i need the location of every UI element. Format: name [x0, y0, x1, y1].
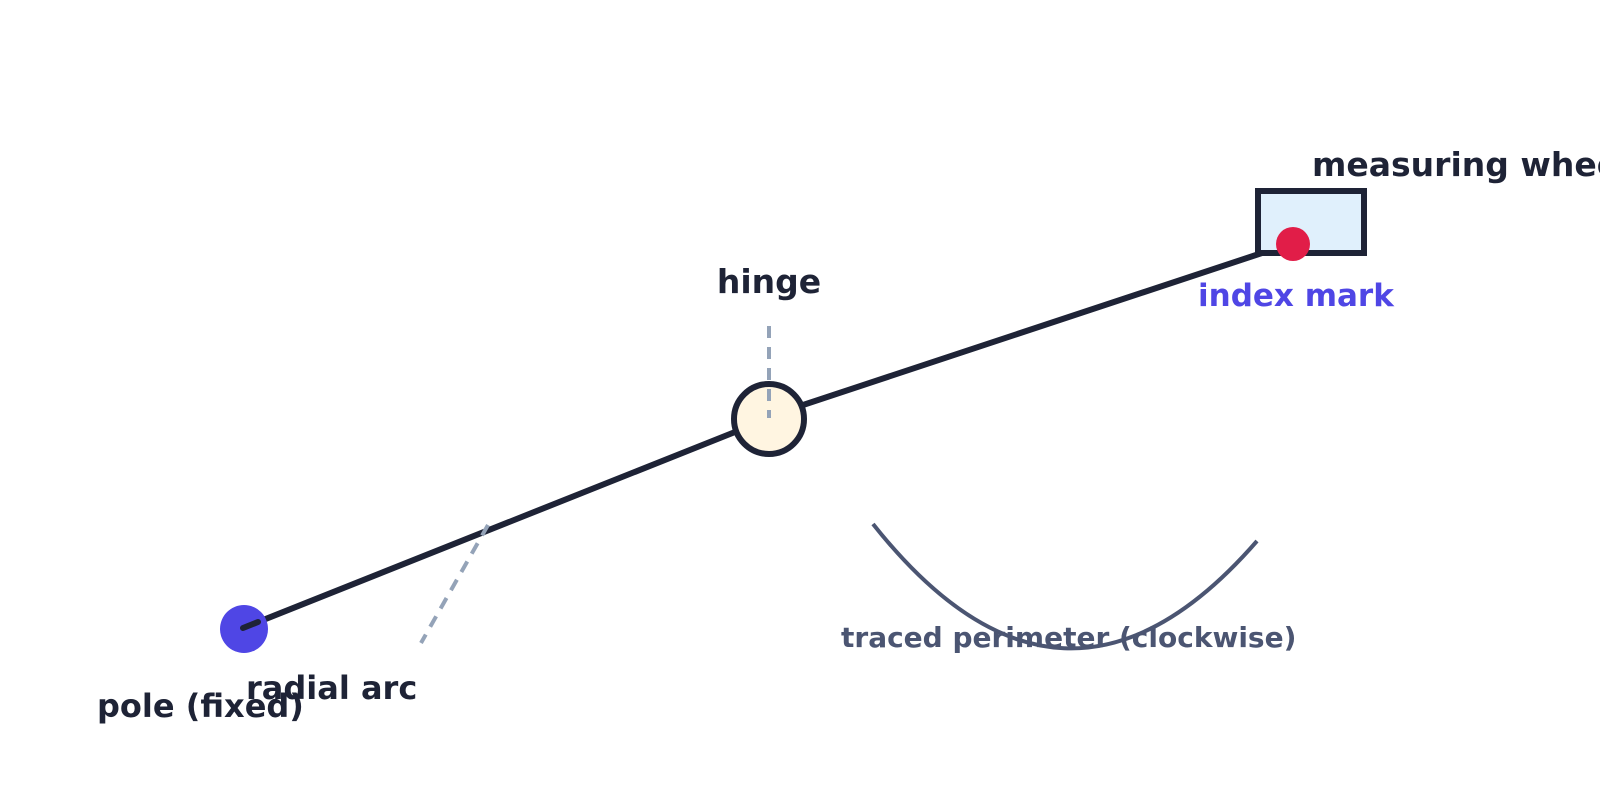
traced-perimeter-label: traced perimeter (clockwise) — [841, 621, 1296, 654]
index-mark-label: index mark — [1198, 278, 1395, 314]
pole-arm — [240, 429, 738, 631]
radial-arc-label: radial arc — [246, 669, 417, 707]
radial-arc-guide — [419, 524, 490, 644]
measuring-wheel-label: measuring wheel — [1312, 145, 1600, 184]
hinge-joint — [731, 381, 807, 457]
hinge-label: hinge — [717, 262, 821, 301]
pole-label: pole (fixed) — [97, 687, 304, 725]
measuring-wheel — [1255, 188, 1367, 256]
index-mark-dot — [1276, 227, 1310, 261]
pole-arm-stub — [240, 619, 261, 631]
tracer-arm — [800, 250, 1265, 408]
traced-perimeter-arc — [871, 522, 1259, 651]
